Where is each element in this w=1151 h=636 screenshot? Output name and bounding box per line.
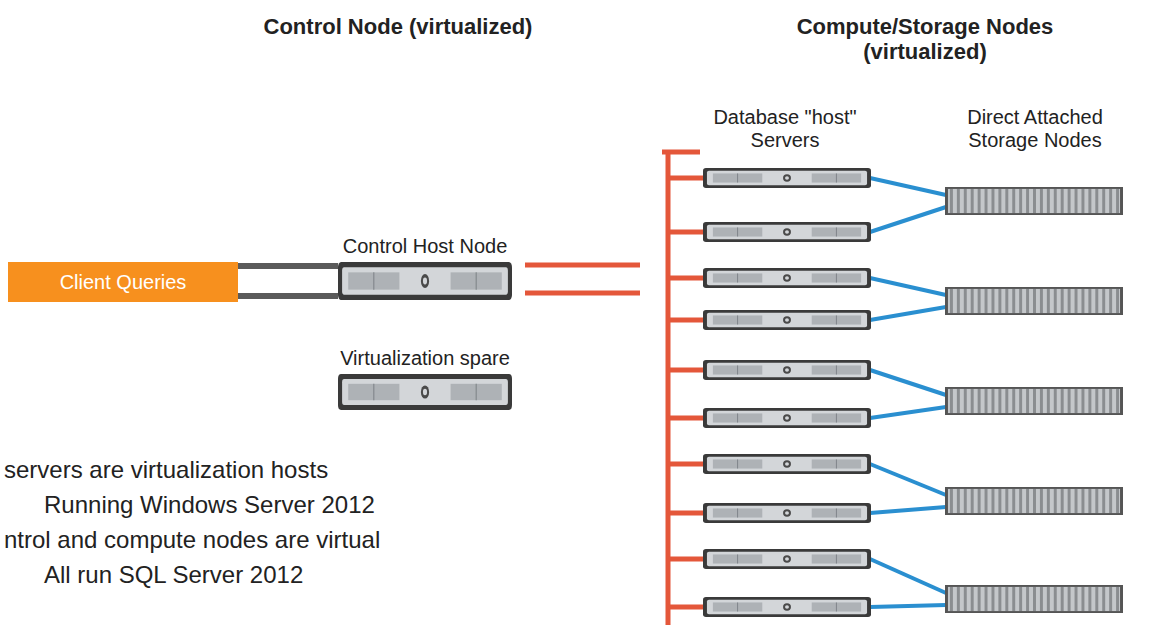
bullet-text: ntrol and compute nodes are virtual <box>4 526 380 554</box>
bullet-text: servers are virtualization hosts <box>4 456 328 484</box>
column-heading: Compute/Storage Nodes (virtualized) <box>755 14 1095 65</box>
node-label: Virtualization spare <box>318 347 532 370</box>
server-illustration <box>338 374 512 410</box>
storage-cables <box>870 178 946 607</box>
column-heading: Control Node (virtualized) <box>248 14 548 39</box>
box-text: Client Queries <box>60 271 187 294</box>
database-servers <box>703 168 871 617</box>
server-node: Virtualization spare <box>338 374 512 410</box>
column-label: Direct Attached Storage Nodes <box>945 106 1125 152</box>
network-wires <box>525 150 704 625</box>
node-label: Control Host Node <box>318 235 532 258</box>
server-illustration <box>338 262 512 300</box>
storage-arrays <box>945 187 1123 613</box>
bullet-text: All run SQL Server 2012 <box>44 561 303 589</box>
column-label: Database "host" Servers <box>700 106 870 152</box>
query-link <box>238 263 338 269</box>
bullet-text: Running Windows Server 2012 <box>44 491 375 519</box>
query-link <box>238 293 338 299</box>
server-node: Control Host Node <box>338 262 512 300</box>
client-box: Client Queries <box>8 262 238 302</box>
